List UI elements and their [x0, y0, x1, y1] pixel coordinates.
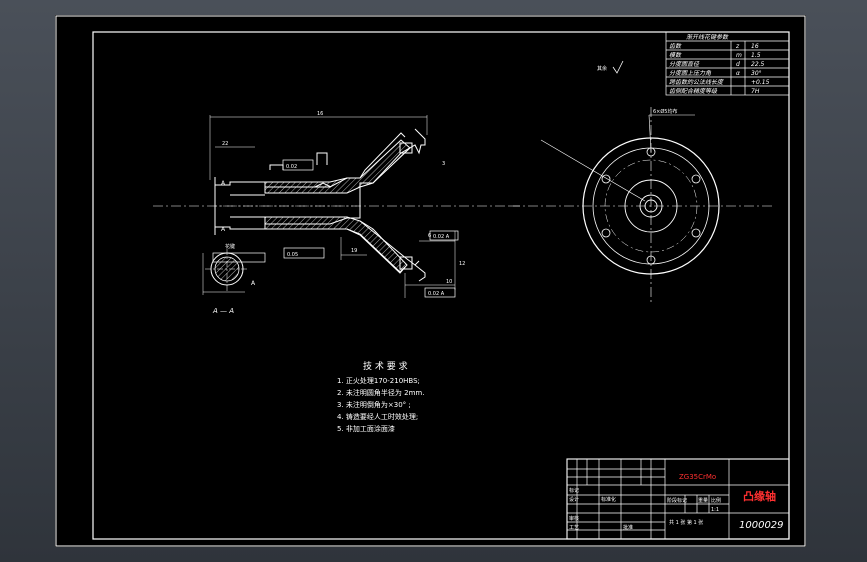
param-row-3-name: 分度圆直径 — [669, 60, 700, 68]
param-row-3-val: 22.5 — [751, 61, 765, 68]
param-row-3-sym: d — [736, 61, 740, 68]
sheet-border — [55, 15, 806, 547]
hatched-region-upper — [264, 139, 411, 194]
param-row-1-sym: z — [735, 43, 740, 50]
dim-22: 22 — [222, 141, 228, 147]
title-label-process: 工艺 — [569, 525, 579, 531]
title-part-name: 凸缘轴 — [743, 489, 776, 503]
drawing-sheet: 渐开线花键参数 齿数 z 16 模数 m 1.5 分度圆直径 d 22.5 分度… — [55, 15, 806, 547]
param-row-2-name: 模数 — [669, 51, 682, 59]
tolerance-frames — [212, 159, 459, 298]
tech-req-item-2: 2. 未注明圆角半径为 2mm. — [337, 388, 424, 397]
title-scale-label: 比例 — [711, 497, 721, 504]
title-weight-label: 重量 — [698, 497, 708, 504]
tech-req-item-1: 1. 正火处理170-210HBS; — [337, 376, 420, 385]
tol-label-1: 0.02 — [286, 164, 297, 170]
title-stage-label: 阶段标记 — [667, 497, 687, 504]
dim-10: 10 — [446, 279, 452, 285]
spline-section-view — [202, 249, 249, 295]
params-table-frame — [665, 31, 790, 96]
title-label-standard: 标准化 — [601, 496, 616, 503]
tech-req-item-5: 5. 非加工面涂面漆 — [337, 424, 395, 433]
title-label-review: 审核 — [569, 515, 579, 522]
dim-3: 3 — [442, 161, 445, 167]
param-row-2-val: 1.5 — [751, 52, 761, 59]
tol-label-4: 0.02 A — [433, 234, 450, 240]
section-mark-top: A — [221, 180, 226, 187]
title-sheets: 共 1 张 第 1 张 — [669, 519, 703, 526]
roughness-symbol — [612, 60, 624, 74]
bolt-hole-label: 6×Ø5均布 — [653, 108, 678, 115]
title-label-approve: 批准 — [623, 524, 633, 531]
param-row-5-name: 跨齿数的公法线长度 — [669, 78, 724, 86]
tech-req-item-3: 3. 未注明倒角为×30° ; — [337, 400, 411, 409]
title-block-frame — [566, 458, 790, 540]
spline-label: 花键 — [225, 243, 235, 250]
dim-12: 12 — [459, 261, 465, 267]
param-row-2-sym: m — [736, 52, 742, 59]
tol-label-2: 0.05 — [287, 252, 298, 258]
title-scale-value: 1:1 — [711, 507, 719, 513]
flange-end-view — [540, 114, 720, 275]
main-section-view — [209, 115, 456, 298]
tol-label-3: 0.02 A — [428, 291, 445, 297]
param-row-4-val: 30° — [751, 70, 762, 77]
param-row-4-sym: α — [736, 70, 740, 77]
section-view-label: A — A — [212, 307, 234, 315]
dim-19: 19 — [351, 248, 357, 254]
center-lines — [153, 107, 775, 305]
drawing-frame — [92, 31, 790, 540]
param-row-6-name: 齿侧配合精度等级 — [669, 87, 718, 95]
title-label-design: 设计 — [569, 496, 579, 503]
hatched-region-lower — [264, 216, 408, 274]
param-row-1-val: 16 — [751, 43, 759, 50]
engineering-drawing: 渐开线花键参数 齿数 z 16 模数 m 1.5 分度圆直径 d 22.5 分度… — [55, 15, 806, 547]
datum-label: A — [251, 280, 256, 287]
param-row-1-name: 齿数 — [669, 42, 682, 50]
title-label-mark: 标记 — [569, 487, 579, 494]
dim-6: 6 — [428, 233, 431, 239]
title-material: ZG35CrMo — [679, 473, 716, 481]
tech-req-title: 技 术 要 求 — [363, 360, 408, 372]
title-drawing-no: 1000029 — [739, 520, 784, 531]
params-table-title: 渐开线花键参数 — [686, 33, 729, 41]
param-row-5-val: +0.15 — [751, 79, 770, 86]
section-mark-bottom: A — [221, 226, 226, 233]
bolt-holes — [601, 147, 701, 265]
roughness-note: 其余 — [597, 65, 607, 72]
dim-overall-length: 16 — [317, 111, 323, 117]
tech-req-item-4: 4. 铸造要经人工时效处理; — [337, 412, 418, 421]
param-row-4-name: 分度圆上压力角 — [669, 69, 712, 77]
param-row-6-val: 7H — [751, 88, 760, 95]
